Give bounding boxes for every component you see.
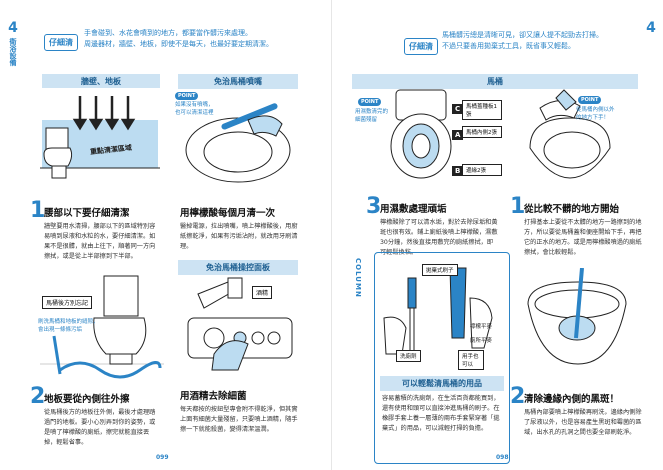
chapter-number-right: 4 bbox=[646, 20, 656, 36]
label-a-text: 馬桶內側2張 bbox=[462, 126, 502, 138]
chapter-marker: 4 衛浴設備 bbox=[6, 20, 20, 66]
tool-cloth-label: 廁所平麥 bbox=[470, 338, 493, 344]
intro-tag: 仔細清 bbox=[44, 34, 78, 51]
step-1-title-right: 從比較不髒的地方開始 bbox=[524, 204, 620, 215]
cleaning-tools-illustration bbox=[383, 267, 493, 359]
step-panel-body: 每天都按的按鈕型專會附不得乾淨，但其實上面有細菌大量殘留，只要噴上酒精，隨手擦一… bbox=[180, 406, 298, 433]
chapter-number: 4 bbox=[8, 20, 18, 36]
step-2-number-right: 2 bbox=[510, 384, 526, 409]
page-number-right: 098 bbox=[496, 454, 509, 461]
note-line: 會出現一條條污垢 bbox=[38, 327, 83, 333]
intro-line: 不過只要善用拋棄式工具，既省事又輕鬆。 bbox=[442, 42, 575, 50]
note-line: 用濕敷清完的 bbox=[355, 109, 389, 115]
step-2-title-right: 清除邊緣內側的黑斑！ bbox=[524, 394, 620, 405]
section-control-panel: 免治馬桶操控面板 bbox=[178, 260, 298, 275]
intro-tag-right: 仔細清 bbox=[404, 38, 438, 55]
gap-note: 刷洗馬桶和地板的縫隙， 會出現一條條污垢 bbox=[38, 318, 99, 334]
step-2-number: 2 bbox=[30, 384, 46, 409]
step-1-title: 腰部以下要仔細清潔 bbox=[44, 208, 130, 219]
page-number-left: 099 bbox=[156, 454, 169, 461]
label-b-marker: B bbox=[452, 166, 464, 176]
step-1-number: 1 bbox=[30, 198, 46, 223]
label-c-marker: C bbox=[452, 104, 464, 114]
toilet-rim-illustration bbox=[527, 268, 627, 365]
toilet-note-left: 用濕敷清完的 細菌殘留 bbox=[355, 108, 388, 124]
note-line: 也可以清潔這裡 bbox=[175, 110, 214, 116]
note-line: 從馬桶內側以外 bbox=[576, 107, 615, 113]
gap-label: 馬桶後方別忘記 bbox=[42, 296, 93, 309]
section-wall-floor: 牆壁、地板 bbox=[42, 74, 160, 89]
step-1-body-right: 打掃基本上要從不太髒的地方一路擦到的地方，所以要從馬桶蓋和便座開始下手，再把它的… bbox=[524, 219, 642, 256]
label-b-text: 邊緣2張 bbox=[462, 164, 502, 176]
note-line: 細菌殘留 bbox=[355, 117, 378, 123]
control-panel-illustration bbox=[187, 277, 293, 371]
toilet-note-right: 從馬桶內側以外 的地方下手！ bbox=[576, 106, 615, 122]
step-panel-title: 用酒精去除細菌 bbox=[180, 391, 247, 402]
step-2-title: 地板要從內側往外擦 bbox=[44, 394, 130, 405]
column-box bbox=[374, 252, 510, 464]
step-1-number-right: 1 bbox=[510, 194, 526, 219]
column-title: 可以輕鬆清馬桶的用品 bbox=[380, 376, 504, 391]
step-2-body: 從馬桶後方的地板往外側，最後才處理踏過門的地板。要小心別弄到你的姿勢，或是噴了檸… bbox=[44, 409, 156, 446]
floor-gap-illustration bbox=[40, 275, 164, 379]
chapter-title: 衛浴設備 bbox=[9, 38, 17, 66]
section-toilet: 馬桶 bbox=[352, 74, 638, 89]
point-badge-right: POINT bbox=[578, 96, 602, 104]
toilet-lid-cleaning-illustration bbox=[529, 89, 611, 179]
label-c-text: 馬桶蓋種板1張 bbox=[462, 100, 502, 120]
note-line: 刷洗馬桶和地板的縫隙， bbox=[38, 319, 99, 325]
tool-detergent-label: 洗廁劑 bbox=[396, 350, 421, 362]
bidet-nozzle-illustration bbox=[185, 103, 291, 183]
step-bidet-title: 用檸檬酸每個月清一次 bbox=[180, 208, 276, 219]
point-badge-left: POINT bbox=[358, 98, 382, 106]
tool-brush-label: 拋棄式刷子 bbox=[422, 264, 458, 276]
column-body: 容易蓄積的洗廁劑，在生活百貨都能買到，還有使用和頭可以直接沖進馬桶的刷子。在橡膠… bbox=[382, 395, 500, 432]
tool-glove-label: 用手也可以 bbox=[458, 350, 484, 370]
note-line: 如果沒有噴嘴， bbox=[175, 102, 214, 108]
step-2-body-right: 馬桶內部要噴上檸檬酸再刷洗，邊緣內側除了尿液以外，也是容易產生黑斑和霉菌的區域，… bbox=[524, 409, 642, 436]
chapter-marker-right: 4 bbox=[644, 20, 658, 36]
note-line: 的地方下手！ bbox=[576, 115, 610, 121]
intro-line: 馬桶髒污總是清晰可見，卻又讓人提不起勁去打掃。 bbox=[442, 31, 603, 39]
step-3-title: 用濕敷處理頑垢 bbox=[380, 204, 447, 215]
bidet-note: 如果沒有噴嘴， 也可以清潔這裡 bbox=[175, 101, 214, 117]
point-badge: POINT bbox=[175, 92, 199, 100]
wall-floor-illustration bbox=[40, 88, 160, 188]
tool-sponge-label: 檸檬平麥 bbox=[470, 324, 493, 330]
page-spine bbox=[331, 0, 332, 470]
alcohol-label: 酒精 bbox=[252, 286, 273, 299]
step-3-number: 3 bbox=[366, 194, 382, 219]
intro-text-right: 馬桶髒污總是清晰可見，卻又讓人提不起勁去打掃。 不過只要善用拋棄式工具，既省事又… bbox=[442, 30, 642, 52]
intro-text: 手會碰到、水花會噴到的地方，都要當作髒污來處理。 周邊器材，牆壁、地板，即使不是… bbox=[84, 28, 324, 50]
label-a-marker: A bbox=[452, 130, 464, 140]
step-1-body: 牆壁要用水清掃，腰部以下的區域特別容易噴到尿液和水粒的水，要仔細清潔。如果不是很… bbox=[44, 223, 156, 260]
toilet-wet-paper-illustration bbox=[390, 89, 452, 179]
intro-line: 周邊器材，牆壁、地板，即使不是每天，也最好要定期清潔。 bbox=[84, 40, 273, 48]
column-label: COLUMN bbox=[354, 258, 362, 298]
intro-line: 手會碰到、水花會噴到的地方，都要當作髒污來處理。 bbox=[84, 29, 252, 37]
section-bidet-nozzle: 免治馬桶噴嘴 bbox=[178, 74, 298, 89]
step-bidet-body: 醫掉電源，拉出噴嘴，噴上檸檬酸後，用廚紙擦乾淨，如果有污垢沾附，就改用牙刷清理。 bbox=[180, 223, 298, 250]
